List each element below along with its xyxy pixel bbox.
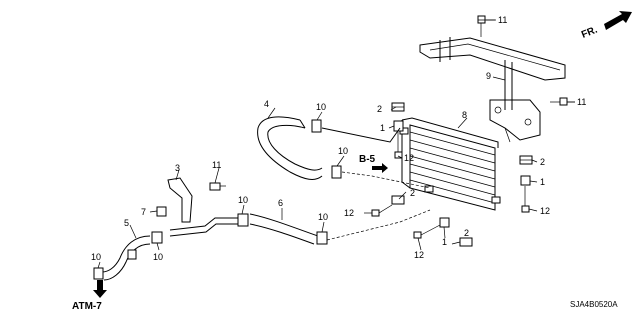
callout-10-f: 10 bbox=[91, 252, 101, 262]
callout-12-top: 12 bbox=[404, 153, 414, 163]
callout-12-right: 12 bbox=[540, 206, 550, 216]
clamp-7 bbox=[156, 206, 167, 217]
fr-label: FR. bbox=[580, 24, 599, 40]
clamp-10-hose4-top bbox=[311, 119, 322, 133]
grommet-2-mid bbox=[391, 195, 405, 205]
callout-10-e: 10 bbox=[153, 252, 163, 262]
hose-6 bbox=[249, 213, 319, 245]
callout-10-c: 10 bbox=[238, 195, 248, 205]
callout-3: 3 bbox=[175, 163, 180, 173]
b5-reference: B-5 bbox=[359, 154, 388, 173]
callout-2-right: 2 bbox=[540, 157, 545, 167]
clamp-10-hose5 bbox=[93, 267, 104, 280]
b5-label: B-5 bbox=[359, 154, 376, 165]
callout-2-low: 2 bbox=[464, 228, 469, 238]
callout-11-right: 11 bbox=[577, 97, 586, 107]
bolt-11-top bbox=[477, 15, 495, 37]
callout-11-left: 11 bbox=[212, 160, 221, 170]
bolt-11-right bbox=[550, 97, 575, 106]
grommet-2-right bbox=[519, 155, 533, 165]
clamp-10-hose6-right bbox=[316, 231, 328, 245]
callout-7: 7 bbox=[141, 207, 146, 217]
oil-cooler bbox=[399, 117, 501, 211]
clamp-10-pipe-left bbox=[151, 231, 163, 244]
fr-arrow-icon bbox=[604, 11, 632, 30]
clamp-10-hose5-mid bbox=[127, 249, 137, 260]
grommet-2-low bbox=[459, 237, 473, 247]
callout-6: 6 bbox=[278, 198, 283, 208]
callout-4: 4 bbox=[264, 99, 269, 109]
hose-5 bbox=[101, 235, 151, 281]
atm7-label: ATM-7 bbox=[72, 301, 102, 312]
callout-1-mid: 1 bbox=[540, 177, 545, 187]
clamp-10-hose6-left bbox=[237, 213, 249, 227]
callout-9: 9 bbox=[486, 71, 491, 81]
callout-5: 5 bbox=[124, 218, 129, 228]
callout-11-top: 11 bbox=[498, 15, 507, 25]
callout-12-left: 12 bbox=[344, 208, 354, 218]
callout-2-top: 2 bbox=[377, 104, 382, 114]
callout-1-top: 1 bbox=[380, 123, 385, 133]
bracket-assembly bbox=[419, 37, 566, 143]
callout-12-bottom: 12 bbox=[414, 250, 424, 260]
callout-10-d: 10 bbox=[318, 212, 328, 222]
down-arrow-icon bbox=[93, 280, 107, 298]
atm7-reference: ATM-7 bbox=[72, 280, 107, 312]
callout-8: 8 bbox=[462, 110, 467, 120]
callout-1-low: 1 bbox=[442, 237, 447, 247]
drawing-code: SJA4B0520A bbox=[570, 300, 618, 309]
bolt-12-bottom bbox=[413, 224, 441, 239]
callout-10-b: 10 bbox=[338, 146, 348, 156]
callout-10-a: 10 bbox=[316, 102, 326, 112]
bolt-12-top bbox=[394, 132, 403, 159]
pipe-3-assembly bbox=[167, 177, 238, 237]
collar-1-right bbox=[520, 175, 531, 186]
pipe-upper bbox=[321, 127, 401, 143]
bolt-12-right bbox=[521, 186, 530, 213]
pipe-lower-dashed bbox=[326, 209, 431, 241]
right-arrow-icon bbox=[372, 163, 388, 173]
callouts: 11 9 11 8 2 1 12 2 1 12 2 12 4 10 10 3 1… bbox=[91, 15, 586, 262]
pipe-upper-return bbox=[341, 171, 431, 189]
hose-4 bbox=[257, 116, 323, 180]
leader-lines bbox=[97, 19, 575, 269]
grommet-2-top bbox=[391, 102, 405, 112]
front-direction-arrow: FR. bbox=[580, 11, 632, 41]
clamp-10-hose4-bottom bbox=[331, 165, 342, 179]
bolt-12-left bbox=[371, 204, 393, 217]
collar-1-low bbox=[439, 217, 450, 228]
callout-2-mid: 2 bbox=[410, 188, 415, 198]
